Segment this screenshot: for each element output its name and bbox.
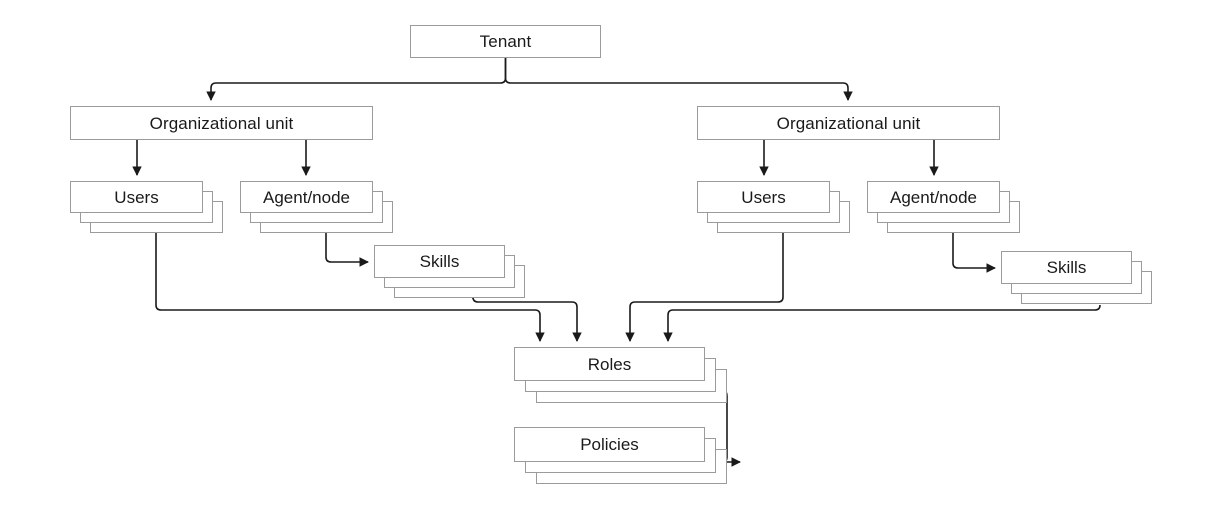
node-users-left-label: Users xyxy=(114,187,159,207)
node-policies-front[interactable]: Policies xyxy=(514,427,705,462)
node-roles-label: Roles xyxy=(587,354,632,374)
node-users-left[interactable]: Users xyxy=(70,181,223,233)
node-tenant[interactable]: Tenant xyxy=(410,25,601,58)
node-agent-node-left[interactable]: Agent/node xyxy=(240,181,393,233)
node-users-right-front[interactable]: Users xyxy=(697,181,830,213)
node-roles-front[interactable]: Roles xyxy=(514,347,705,381)
node-skills-left[interactable]: Skills xyxy=(374,245,525,298)
edge-agent-right-to-skills-right xyxy=(952,233,996,273)
node-skills-left-front[interactable]: Skills xyxy=(374,245,505,278)
node-agent-node-right-front[interactable]: Agent/node xyxy=(867,181,1000,213)
edge-skills-left-to-roles xyxy=(472,296,582,342)
edge-users-right-to-roles xyxy=(625,233,784,342)
edge-tenant-to-ou-right xyxy=(504,58,853,101)
node-skills-left-label: Skills xyxy=(419,252,460,271)
node-organizational-unit-left-label: Organizational unit xyxy=(149,113,294,133)
node-tenant-label: Tenant xyxy=(479,32,532,51)
node-agent-node-right-label: Agent/node xyxy=(890,187,977,207)
node-agent-node-right[interactable]: Agent/node xyxy=(867,181,1020,233)
node-skills-right-front[interactable]: Skills xyxy=(1001,251,1132,284)
node-agent-node-left-label: Agent/node xyxy=(263,187,350,207)
node-organizational-unit-right-label: Organizational unit xyxy=(776,113,921,133)
node-users-left-front[interactable]: Users xyxy=(70,181,203,213)
edge-agent-left-to-skills-left xyxy=(325,233,369,267)
edge-tenant-to-ou-left xyxy=(206,58,507,101)
node-users-right[interactable]: Users xyxy=(697,181,850,233)
node-roles[interactable]: Roles xyxy=(514,347,727,403)
edge-skills-right-to-roles xyxy=(663,304,1101,342)
node-policies[interactable]: Policies xyxy=(514,427,727,484)
node-skills-right[interactable]: Skills xyxy=(1001,251,1152,304)
node-users-right-label: Users xyxy=(741,187,786,207)
node-skills-right-label: Skills xyxy=(1046,258,1087,277)
node-organizational-unit-right[interactable]: Organizational unit xyxy=(697,106,1000,140)
node-agent-node-left-front[interactable]: Agent/node xyxy=(240,181,373,213)
node-organizational-unit-left[interactable]: Organizational unit xyxy=(70,106,373,140)
node-policies-label: Policies xyxy=(580,435,639,454)
